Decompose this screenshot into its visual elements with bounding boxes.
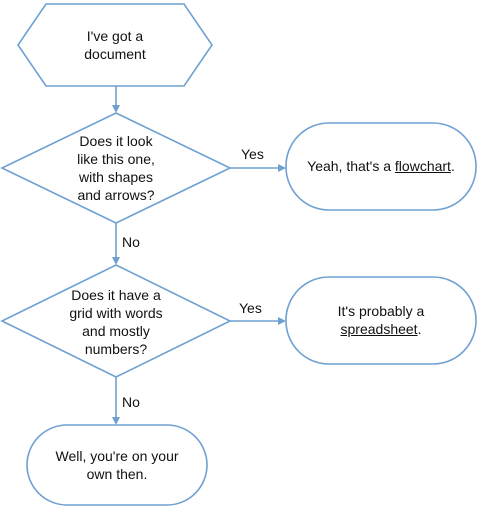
result2-shape: [285, 276, 477, 365]
decision1-line-3: with shapes: [79, 169, 153, 185]
edge-label-d2-no: No: [122, 394, 140, 410]
result2-line-1: It's probably a: [337, 303, 425, 319]
arrowhead-end: [112, 417, 120, 425]
edge-label-d1-yes: Yes: [241, 146, 264, 162]
result1-suffix: .: [450, 158, 455, 174]
end-node-shape: [26, 424, 208, 506]
start-line-1: I've got a: [86, 28, 144, 44]
decision1-line-4: and arrows?: [77, 187, 155, 203]
start-line-2: document: [84, 46, 146, 62]
end-line-2: own then.: [86, 466, 148, 482]
result1-prefix: Yeah, that's a: [307, 158, 395, 174]
result2-suffix: .: [417, 321, 422, 337]
decision2-line-1: Does it have a: [71, 287, 161, 303]
decision2-line-3: and mostly: [82, 323, 150, 339]
decision2-text: Does it have a grid with words and mostl…: [36, 286, 196, 358]
decision2-line-2: grid with words: [69, 305, 163, 321]
edge-label-d2-yes: Yes: [239, 300, 262, 316]
flowchart-link[interactable]: flowchart: [394, 158, 451, 174]
start-node-text: I've got a document: [40, 27, 190, 63]
result1-shape: [285, 122, 477, 211]
start-node-shape: [17, 3, 213, 87]
decision2-line-4: numbers?: [84, 341, 148, 357]
decision1-line-2: like this one,: [77, 151, 155, 167]
result1-text: Yeah, that's a flowchart.: [290, 157, 472, 175]
spreadsheet-link[interactable]: spreadsheet: [340, 321, 418, 337]
end-line-1: Well, you're on your: [55, 448, 179, 464]
end-node-text: Well, you're on your own then.: [32, 447, 202, 483]
result2-text: It's probably a spreadsheet.: [290, 302, 472, 338]
arrowhead-decision2: [112, 257, 120, 265]
arrowhead-decision1: [112, 105, 120, 113]
edge-label-d1-no: No: [122, 234, 140, 250]
arrowhead-result1: [278, 164, 286, 172]
result2-line-2: spreadsheet.: [290, 320, 472, 338]
arrowhead-result2: [278, 317, 286, 325]
decision1-text: Does it look like this one, with shapes …: [36, 132, 196, 204]
decision1-line-1: Does it look: [79, 133, 153, 149]
